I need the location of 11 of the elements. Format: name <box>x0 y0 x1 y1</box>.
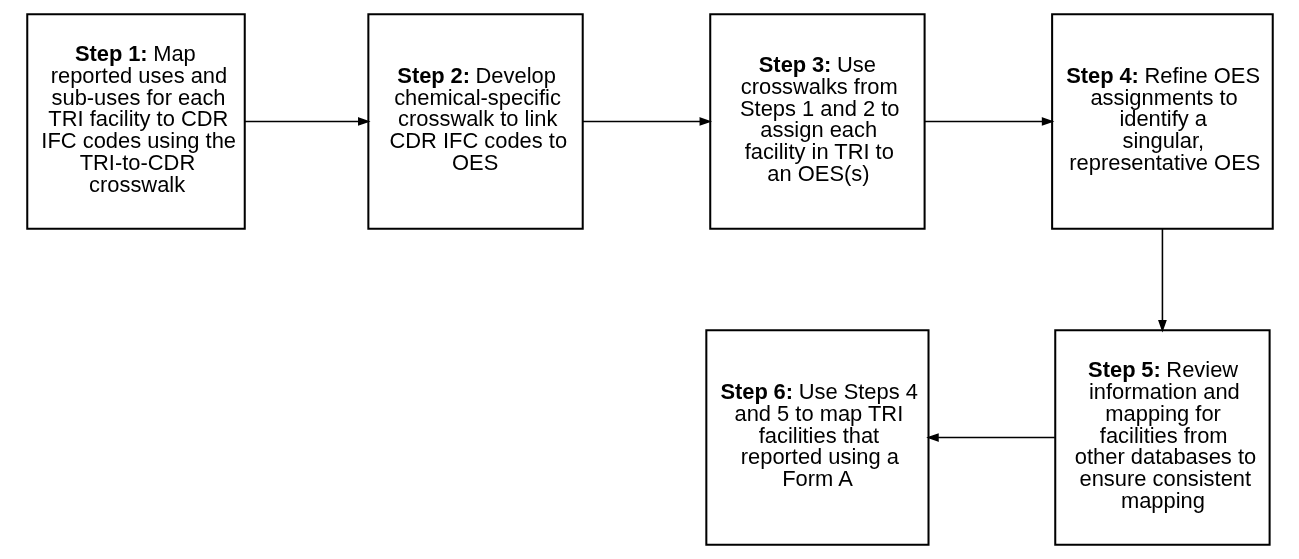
arrow <box>243 117 371 126</box>
node-box: Step 1: Map reported uses and sub-uses for each TRI facility to CDR IFC codes using the TRI-to-CDR crosswalk <box>25 13 246 230</box>
node-box: Step 4: Refine OES assignments to identify a singular, representative OES <box>1050 13 1274 230</box>
node-box: Step 6: Use Steps 4 and 5 to map TRI facilities that reported using a Form A <box>704 329 930 546</box>
arrow <box>925 433 1056 442</box>
node-box: Step 2: Develop chemical-specific crosswalk to link CDR IFC codes to OES <box>366 13 584 230</box>
node-box: Step 5: Review information and mapping for facilities from other databases to ensure consistent mapping <box>1053 329 1271 546</box>
arrow <box>1157 228 1167 333</box>
arrow <box>581 117 712 126</box>
node-box: Step 3: Use crosswalks from Steps 1 and 2 to assign each facility in TRI to an OES(s) <box>708 13 926 230</box>
arrow <box>923 117 1054 126</box>
